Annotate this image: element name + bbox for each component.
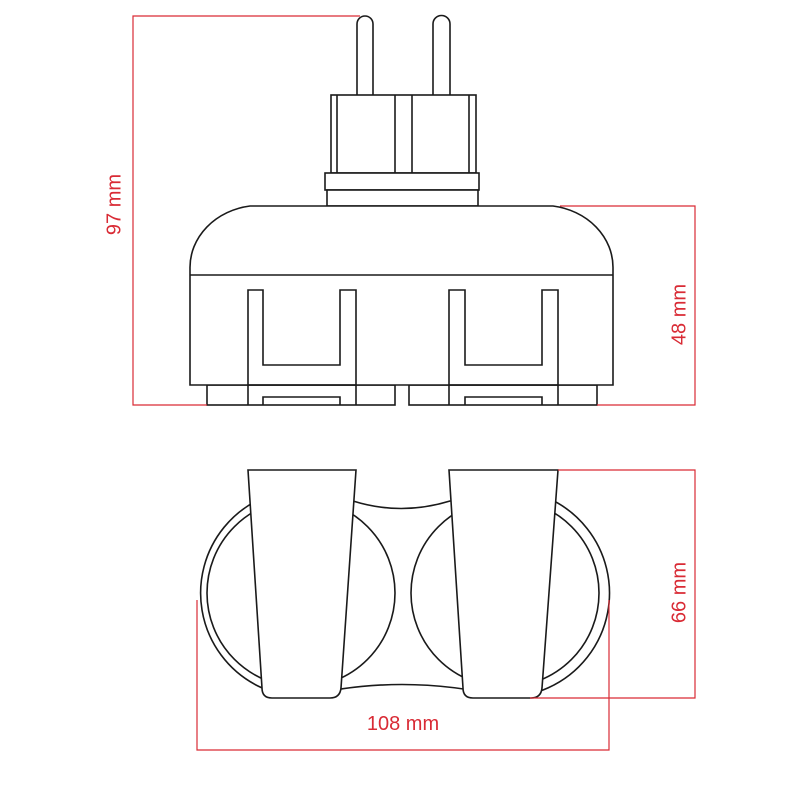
plug-flange xyxy=(324,172,480,191)
plug-pin-right xyxy=(432,14,451,95)
socket-left xyxy=(247,289,357,405)
dim-line-97 xyxy=(132,15,360,406)
dim-line-66 xyxy=(530,469,696,699)
dim-line-108 xyxy=(196,600,610,751)
plug-neck xyxy=(326,189,479,207)
plug-body-grooves xyxy=(336,95,470,173)
top-view xyxy=(199,469,611,699)
plug-left xyxy=(247,469,357,699)
base-foot-left xyxy=(206,384,396,406)
plug-pin-left xyxy=(356,15,374,95)
dimension-label-body-height: 48 mm xyxy=(668,283,691,346)
dimension-label-width: 108 mm xyxy=(366,713,440,735)
base-foot-right xyxy=(408,384,598,406)
socket-right xyxy=(448,289,559,405)
dimension-label-height: 97 mm xyxy=(103,173,126,236)
dimension-label-depth: 66 mm xyxy=(668,561,691,624)
dimension-lines xyxy=(132,15,696,751)
plug-body xyxy=(330,94,477,174)
plug-right xyxy=(448,469,559,699)
housing xyxy=(189,205,614,386)
front-view xyxy=(189,14,614,406)
dim-line-48 xyxy=(560,205,696,406)
